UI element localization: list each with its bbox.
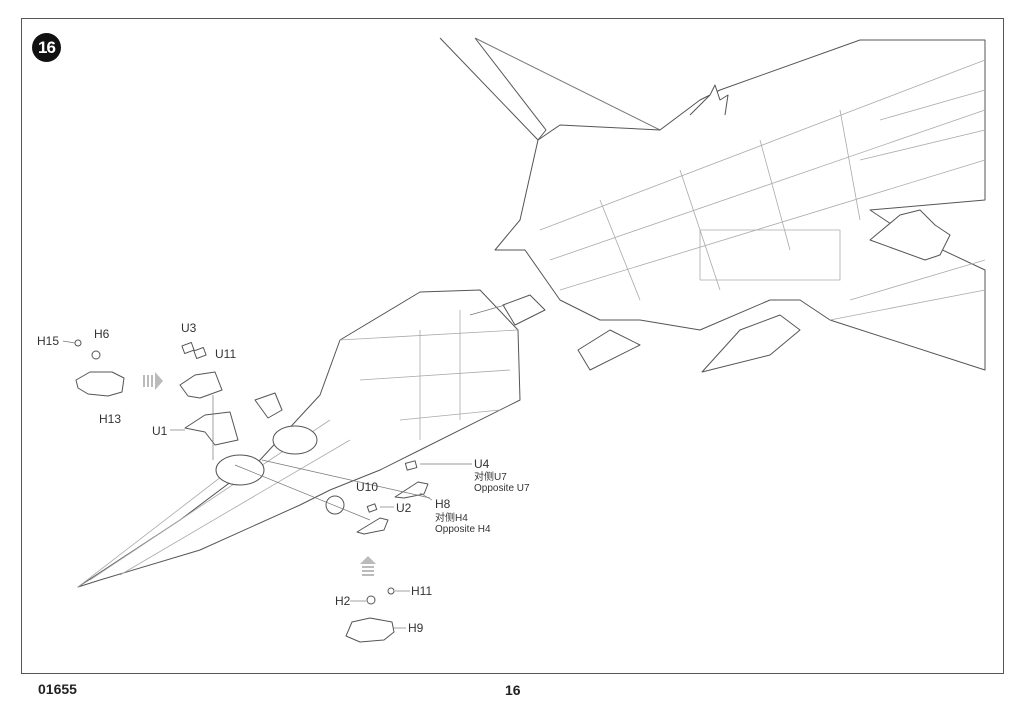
assembly-arrow-right-icon	[143, 372, 163, 390]
label-U4: U4	[474, 457, 490, 471]
rear-fuselage	[494, 39, 986, 371]
label-H6: H6	[94, 327, 110, 341]
label-H2: H2	[335, 594, 351, 608]
label-H13: H13	[99, 412, 122, 426]
gun-pod-lower	[577, 329, 641, 371]
label-H9: H9	[408, 621, 424, 635]
label-H11: H11	[411, 584, 433, 598]
part-U11-panel	[179, 371, 223, 399]
seat-H13	[75, 371, 125, 397]
part-U3	[181, 342, 195, 354]
rear-cockpit	[272, 425, 318, 455]
part-U11	[193, 347, 207, 359]
left-wing	[439, 37, 547, 141]
front-cockpit	[215, 454, 265, 486]
page-number: 16	[505, 682, 521, 698]
label-U11: U11	[215, 347, 237, 361]
page-frame	[21, 18, 1004, 674]
canopy-U1	[184, 411, 239, 446]
missile-fins	[869, 209, 951, 261]
label-H15: H15	[37, 334, 60, 348]
part-U4	[404, 460, 418, 471]
drop-tank	[701, 314, 801, 373]
label-U4-note-cn: 对侧U7	[474, 472, 507, 483]
gun-pod-upper	[502, 294, 546, 326]
product-code: 01655	[38, 681, 77, 697]
label-U3: U3	[181, 321, 197, 335]
label-H8: H8	[435, 497, 451, 511]
part-H15	[74, 339, 82, 347]
nose-wheel	[325, 495, 345, 515]
part-H2	[366, 595, 376, 605]
part-H11	[387, 587, 395, 595]
label-U10: U10	[356, 480, 379, 494]
assembly-arrow-up-icon	[360, 556, 376, 576]
label-H8-note-cn: 对侧H4	[435, 513, 468, 524]
label-U4-note-en: Opposite U7	[474, 483, 530, 494]
part-H6	[91, 350, 101, 360]
ventral-fin	[689, 84, 729, 116]
step-number-badge: 16	[32, 33, 61, 62]
door-part	[356, 517, 389, 535]
label-H8-note-en: Opposite H4	[435, 524, 491, 535]
door-H8	[394, 481, 429, 499]
canopy-rear	[254, 392, 283, 419]
seat-H9	[345, 617, 395, 643]
label-U2: U2	[396, 501, 412, 515]
part-U2	[366, 503, 378, 513]
label-U1: U1	[152, 424, 168, 438]
